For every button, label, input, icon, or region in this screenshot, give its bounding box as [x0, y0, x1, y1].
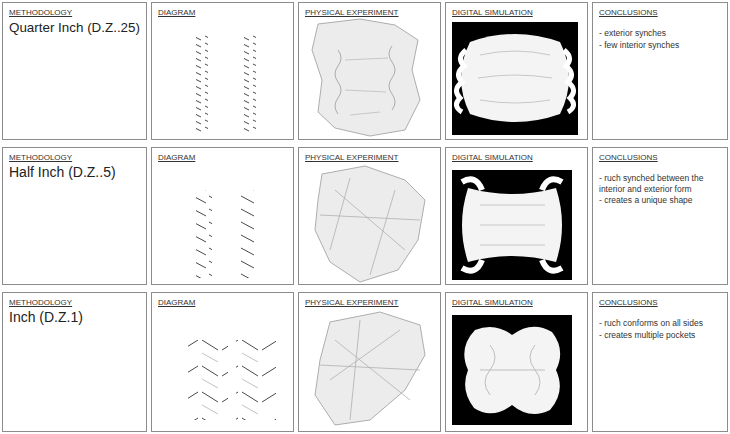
panel-box: PHYSICAL EXPERIMENT	[298, 147, 441, 285]
panel-heading: PHYSICAL EXPERIMENT	[305, 8, 434, 18]
panel-heading: CONCLUSIONS	[599, 153, 721, 163]
panel-heading: DIGITAL SIMULATION	[452, 153, 581, 163]
method-title: Inch (D.Z.1)	[9, 309, 140, 326]
panel-heading: DIAGRAM	[158, 8, 287, 18]
simulation-render	[452, 22, 578, 425]
fabric-photo	[312, 19, 425, 425]
method-title: Half Inch (D.Z..5)	[9, 164, 140, 181]
panel-box: CONCLUSIONS - ruch synched between the in…	[592, 147, 728, 285]
panel-box: PHYSICAL EXPERIMENT	[298, 2, 441, 140]
panel-heading: DIGITAL SIMULATION	[452, 298, 581, 308]
panel-heading: DIGITAL SIMULATION	[452, 8, 581, 18]
conclusion-note: - few interior synches	[599, 40, 721, 51]
panel-box: DIGITAL SIMULATION	[445, 2, 588, 140]
panel-box: METHODOLOGYInch (D.Z.1)	[2, 292, 147, 432]
conclusion-note: - creates a unique shape	[599, 195, 721, 206]
panel-heading: DIAGRAM	[158, 153, 287, 163]
conclusion-note: - ruch conforms on all sides	[599, 318, 721, 329]
panel-heading: METHODOLOGY	[9, 8, 140, 18]
stitch-diagram	[188, 34, 276, 420]
panel-heading: PHYSICAL EXPERIMENT	[305, 153, 434, 163]
panel-heading: METHODOLOGY	[9, 153, 140, 163]
method-title: Quarter Inch (D.Z..25)	[9, 19, 140, 36]
panel-box: DIGITAL SIMULATION	[445, 147, 588, 285]
panel-heading: CONCLUSIONS	[599, 8, 721, 18]
panel-box: DIAGRAM	[151, 2, 294, 140]
panel-box: METHODOLOGYQuarter Inch (D.Z..25)	[2, 2, 147, 140]
panel-box: METHODOLOGYHalf Inch (D.Z..5)	[2, 147, 147, 285]
conclusion-note: - exterior synches	[599, 28, 721, 39]
panel-heading: METHODOLOGY	[9, 298, 140, 308]
conclusion-note: - ruch synched between the interior and …	[599, 173, 721, 194]
panel-box: DIAGRAM	[151, 147, 294, 285]
panel-box: DIGITAL SIMULATION	[445, 292, 588, 432]
panel-box: DIAGRAM	[151, 292, 294, 432]
panel-box: CONCLUSIONS - exterior synches- few inter…	[592, 2, 728, 140]
panel-box: PHYSICAL EXPERIMENT	[298, 292, 441, 432]
conclusion-note: - creates multiple pockets	[599, 330, 721, 341]
panel-heading: CONCLUSIONS	[599, 298, 721, 308]
panel-heading: DIAGRAM	[158, 298, 287, 308]
panel-box: CONCLUSIONS - ruch conforms on all sides-…	[592, 292, 728, 432]
panel-heading: PHYSICAL EXPERIMENT	[305, 298, 434, 308]
